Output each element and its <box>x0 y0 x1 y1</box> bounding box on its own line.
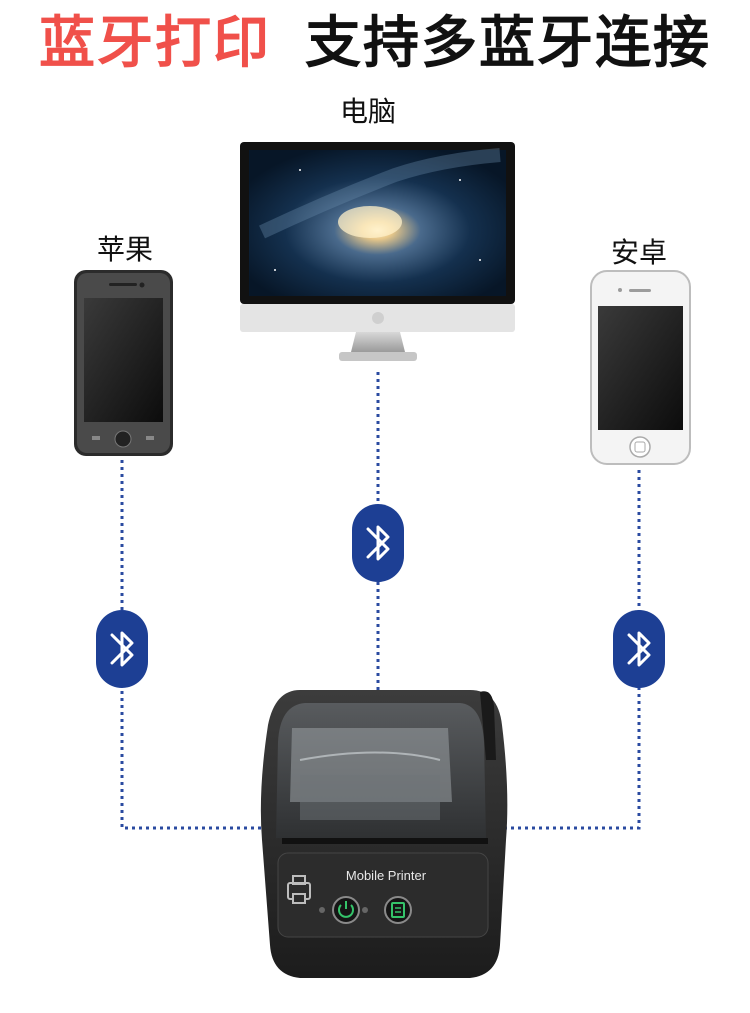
bluetooth-icon <box>613 610 665 688</box>
printer-icon <box>287 875 311 904</box>
headline: 蓝牙打印 支持多蓝牙连接 <box>0 4 750 84</box>
line-android <box>497 470 641 830</box>
bluetooth-icon <box>352 504 404 582</box>
android-phone-image <box>590 270 691 465</box>
label-android: 安卓 <box>611 236 668 269</box>
headline-bluetooth-print: 蓝牙打印 <box>39 11 271 76</box>
label-computer: 电脑 <box>340 95 397 128</box>
computer-monitor-image <box>240 142 515 361</box>
power-icon <box>332 896 360 924</box>
label-apple: 苹果 <box>97 233 154 266</box>
printer-brand-label: Mobile Printer <box>345 868 427 883</box>
apple-phone-image <box>74 270 173 456</box>
feed-icon <box>384 896 412 924</box>
bluetooth-icon <box>96 610 148 688</box>
mobile-printer-image <box>260 690 508 978</box>
headline-multi-connect: 支持多蓝牙连接 <box>305 11 711 76</box>
